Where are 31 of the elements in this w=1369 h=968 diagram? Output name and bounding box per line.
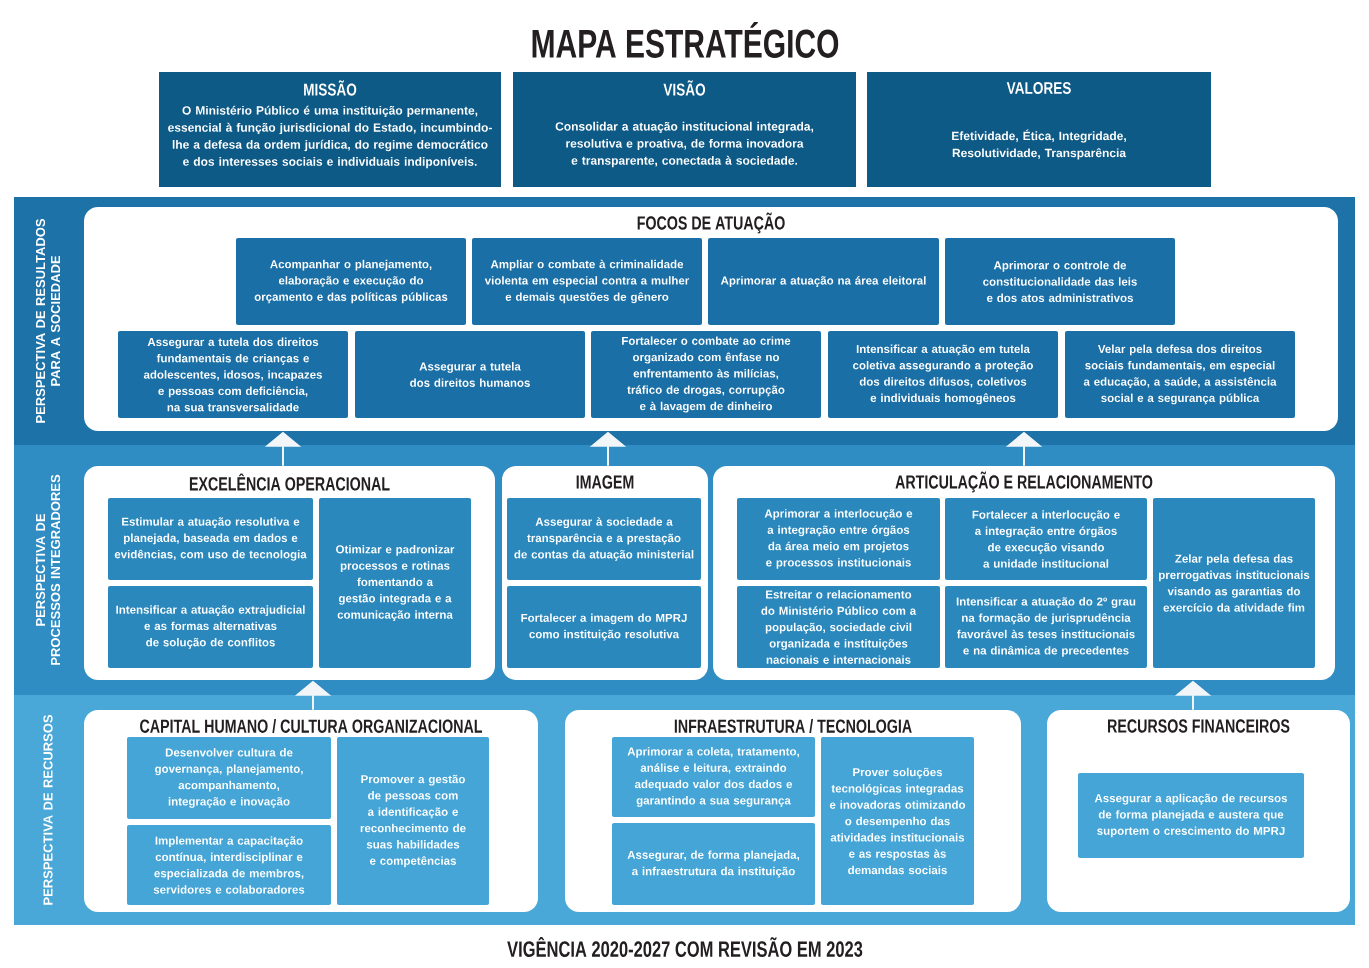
objective-box: Intensificar a atuação em tutela coletiva assegurando a proteção dos direitos difusos, coletivos e individuais homogêneos (828, 331, 1058, 418)
objective-box: Aprimorar a interlocução e a integração entre órgãos da área meio em projetos e processos institucionais (737, 498, 940, 580)
statement-box: VISÃO Consolidar a atuação institucional integrada, resolutiva e proativa, de forma inovadora e transparente, conectada à sociedade. (513, 72, 856, 187)
objective-box: Aprimorar o controle de constitucionalidade das leis e dos atos administrativos (945, 238, 1175, 325)
objective-box: Intensificar a atuação do 2º grau na formação de jurisprudência favorável às teses institucionais e na dinâmica de precedentes (945, 586, 1147, 668)
objective-box: Otimizar e padronizar processos e rotinas fomentando a gestão integrada e a comunicação interna (319, 498, 471, 668)
objective-box: Velar pela defesa dos direitos sociais fundamentais, em especial a educação, a saúde, a assistência social e a segurança pública (1065, 331, 1295, 418)
statement-box: VALORES Efetividade, Ética, Integridade, Resolutividade, Transparência (867, 72, 1211, 187)
objective-box: Acompanhar o planejamento, elaboração e execução do orçamento e das políticas públicas (236, 238, 466, 325)
statement-box: MISSÃO O Ministério Público é uma instituição permanente, essencial à função jurisdicional do Estado, incumbindo-lhe a defesa da ordem jurídica, do regime democrático e dos interesses sociais e individuais indiponíveis. (159, 72, 501, 187)
objective-box: Fortalecer a interlocução e a integração entre órgãos de execução visando a unidade institucional (945, 498, 1147, 580)
objective-box: Desenvolver cultura de governança, planejamento, acompanhamento, integração e inovação (127, 737, 331, 819)
page-title: MAPA ESTRATÉGICO (532, 22, 839, 58)
objective-box: Prover soluções tecnológicas integradas e inovadoras otimizando o desempenho das atividades institucionais e as respostas às demandas sociais (821, 737, 974, 905)
objective-box: Implementar a capacitação contínua, interdisciplinar e especializada de membros, servidores e colaboradores (127, 825, 331, 905)
objective-box: Ampliar o combate à criminalidade violenta em especial contra a mulher e demais questões de gênero (472, 238, 702, 325)
objective-box: Assegurar à sociedade a transparência e a prestação de contas da atuação ministerial (507, 498, 701, 580)
objective-box: Assegurar a tutela dos direitos fundamentais de crianças e adolescentes, idosos, incapazes e pessoas com deficiência, na sua transversalidade (118, 331, 348, 418)
objective-box: Assegurar a aplicação de recursos de forma planejada e austera que suportem o crescimento do MPRJ (1078, 773, 1304, 858)
objective-box: Zelar pela defesa das prerrogativas institucionais visando as garantias do exercício da atividade fim (1153, 498, 1315, 668)
objective-box: Promover a gestão de pessoas com a identificação e reconhecimento de suas habilidades e competências (337, 737, 489, 905)
objective-box: Fortalecer o combate ao crime organizado com ênfase no enfrentamento às milícias, tráfico de drogas, corrupção e à lavagem de dinheiro (591, 331, 821, 418)
objective-box: Estimular a atuação resolutiva e planejada, baseada em dados e evidências, com uso de tecnologia (108, 498, 313, 580)
objective-box: Aprimorar a atuação na área eleitoral (708, 238, 939, 325)
objective-box: Assegurar, de forma planejada, a infraestrutura da instituição (612, 823, 815, 905)
caption: VIGÊNCIA 2020-2027 COM REVISÃO EM 2023 (507, 937, 863, 957)
objective-box: Aprimorar a coleta, tratamento, análise e leitura, extraindo adequado valor dos dados e garantindo a sua segurança (612, 737, 815, 817)
objective-box: Estreitar o relacionamento do Ministério Público com a população, sociedade civil organizada e instituições nacionais e internacionais (737, 586, 940, 668)
objective-box: Fortalecer a imagem do MPRJ como instituição resolutiva (507, 586, 701, 668)
objective-box: Intensificar a atuação extrajudicial e as formas alternativas de solução de conflitos (108, 586, 313, 668)
objective-box: Assegurar a tutela dos direitos humanos (355, 331, 585, 418)
